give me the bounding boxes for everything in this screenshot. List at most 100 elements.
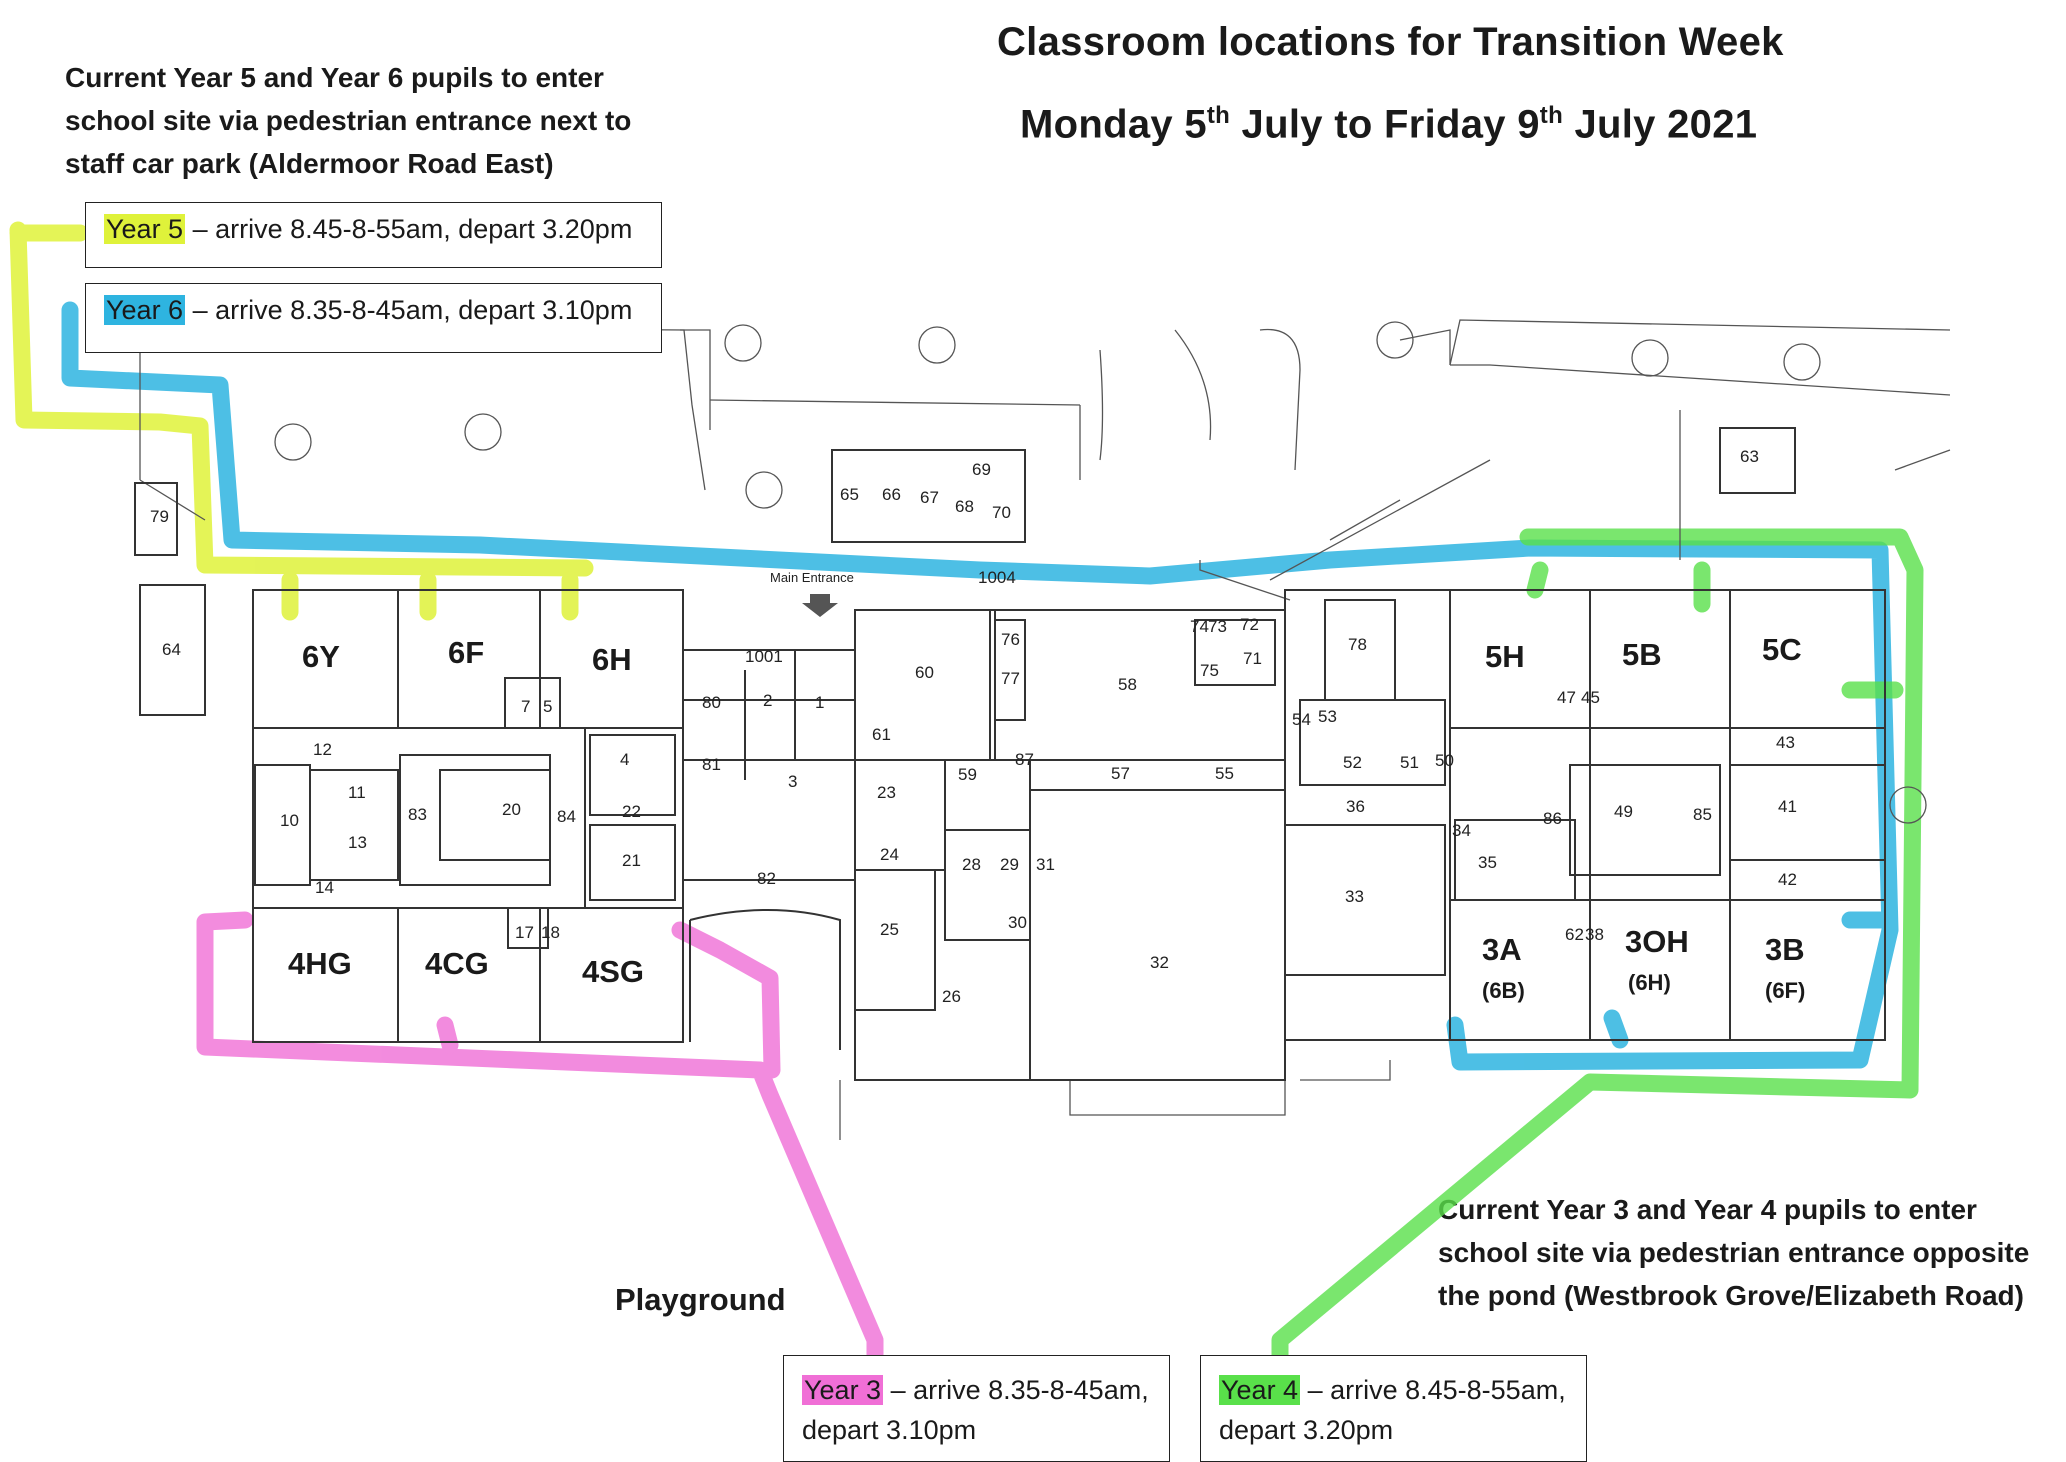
room-52: 52 (1343, 753, 1362, 772)
room-71: 71 (1243, 649, 1262, 668)
room-79: 79 (150, 507, 169, 526)
legend-year4-depart: depart 3.20pm (1219, 1415, 1394, 1445)
note-line: staff car park (Aldermoor Road East) (65, 148, 554, 179)
room-20: 20 (502, 800, 521, 819)
room-47: 47 (1557, 688, 1576, 707)
legend-year6-label: Year 6 (104, 295, 186, 325)
classroom-3OH: 3OH (1625, 924, 1689, 959)
note-line: Current Year 5 and Year 6 pupils to ente… (65, 62, 604, 93)
room-66: 66 (882, 485, 901, 504)
classroom-5B: 5B (1622, 637, 1662, 672)
room-28: 28 (962, 855, 981, 874)
legend-year3-depart: depart 3.10pm (802, 1415, 977, 1445)
map-title: Classroom locations for Transition Week (997, 20, 1784, 64)
room-1: 1 (815, 693, 824, 712)
main-entrance-label: Main Entrance (770, 570, 854, 585)
legend-year3-arrive: – arrive 8.35-8-45am, (883, 1375, 1149, 1405)
room-72: 72 (1240, 615, 1259, 634)
room-62: 62 (1565, 925, 1584, 944)
room-61: 61 (872, 725, 891, 744)
room-26: 26 (942, 987, 961, 1006)
room-14: 14 (315, 878, 334, 897)
main-entrance-arrow-icon (802, 594, 838, 617)
route-year4 (1203, 528, 1924, 1381)
legend-year3: Year 3 – arrive 8.35-8-45am, depart 3.10… (783, 1355, 1170, 1462)
route-year6 (61, 301, 1899, 1071)
site-linework (84, 319, 1951, 1140)
room-68: 68 (955, 497, 974, 516)
room-17: 17 (515, 923, 534, 942)
route-year3 (196, 911, 894, 1384)
room-73: 73 (1208, 617, 1227, 636)
legend-year6-times: – arrive 8.35-8-45am, depart 3.10pm (185, 295, 633, 325)
year5-6-entrance-note: Current Year 5 and Year 6 pupils to ente… (65, 56, 631, 185)
room-85: 85 (1693, 805, 1712, 824)
room-70: 70 (992, 503, 1011, 522)
classroom-3B: 3B (1765, 932, 1805, 967)
room-60: 60 (915, 663, 934, 682)
room-2: 2 (763, 691, 772, 710)
building-walls (134, 427, 1886, 1081)
room-30: 30 (1008, 913, 1027, 932)
classroom-4SG: 4SG (582, 954, 644, 989)
room-63: 63 (1740, 447, 1759, 466)
room-80: 80 (702, 693, 721, 712)
note-line: the pond (Westbrook Grove/Elizabeth Road… (1438, 1280, 2024, 1311)
room-83: 83 (408, 805, 427, 824)
room-77: 77 (1001, 669, 1020, 688)
classroom-3A-sub: (6B) (1482, 978, 1525, 1003)
room-78: 78 (1348, 635, 1367, 654)
room-59: 59 (958, 765, 977, 784)
classroom-6Y: 6Y (302, 639, 340, 674)
room-55: 55 (1215, 764, 1234, 783)
room-23: 23 (877, 783, 896, 802)
classroom-5C: 5C (1762, 632, 1802, 667)
room-82: 82 (757, 869, 776, 888)
room-57: 57 (1111, 764, 1130, 783)
classroom-4CG: 4CG (425, 946, 489, 981)
note-line: school site via pedestrian entrance next… (65, 105, 632, 136)
legend-year3-label: Year 3 (802, 1375, 884, 1405)
tree-symbols (274, 321, 1927, 824)
legend-year4-line1: Year 4 – arrive 8.45-8-55am, (1219, 1370, 1568, 1410)
legend-year4: Year 4 – arrive 8.45-8-55am, depart 3.20… (1200, 1355, 1587, 1462)
legend-year5: Year 5 – arrive 8.45-8-55am, depart 3.20… (85, 202, 662, 268)
room-25: 25 (880, 920, 899, 939)
legend-year5-label: Year 5 (104, 214, 186, 244)
room-21: 21 (622, 851, 641, 870)
playground-label: Playground (615, 1282, 786, 1317)
date-end: July 2021 (1563, 102, 1758, 147)
room-54: 54 (1292, 710, 1311, 729)
room-11: 11 (348, 783, 366, 802)
date-end-suffix: th (1539, 102, 1564, 129)
classroom-5H: 5H (1485, 639, 1525, 674)
room-18: 18 (541, 923, 560, 942)
room-87: 87 (1015, 750, 1034, 769)
note-line: Current Year 3 and Year 4 pupils to ente… (1438, 1194, 1977, 1225)
legend-year3-line1: Year 3 – arrive 8.35-8-45am, (802, 1370, 1151, 1410)
room-74: 74 (1190, 617, 1209, 636)
room-3: 3 (788, 772, 797, 791)
room-29: 29 (1000, 855, 1019, 874)
date-start-suffix: th (1206, 102, 1231, 129)
room-22: 22 (622, 802, 641, 821)
room-75: 75 (1200, 661, 1219, 680)
room-67: 67 (920, 488, 939, 507)
date-middle: July to Friday 9 (1230, 102, 1540, 147)
room-31: 31 (1036, 855, 1055, 874)
classroom-6H: 6H (592, 642, 632, 677)
date-start: Monday 5 (1020, 102, 1207, 147)
legend-year4-arrive: – arrive 8.45-8-55am, (1300, 1375, 1566, 1405)
room-42: 42 (1778, 870, 1797, 889)
room-1004: 1004 (978, 568, 1016, 587)
room-13: 13 (348, 833, 367, 852)
room-4: 4 (620, 750, 629, 769)
classroom-3B-sub: (6F) (1765, 978, 1805, 1003)
room-24: 24 (880, 845, 899, 864)
room-45: 45 (1581, 688, 1600, 707)
classroom-labels: 6Y 6F 6H 4HG 4CG 4SG 5H 5B 5C 3A (6B) 3O… (288, 632, 1805, 1003)
room-65: 65 (840, 485, 859, 504)
room-1001: 1001 (745, 647, 783, 666)
room-12: 12 (313, 740, 332, 759)
